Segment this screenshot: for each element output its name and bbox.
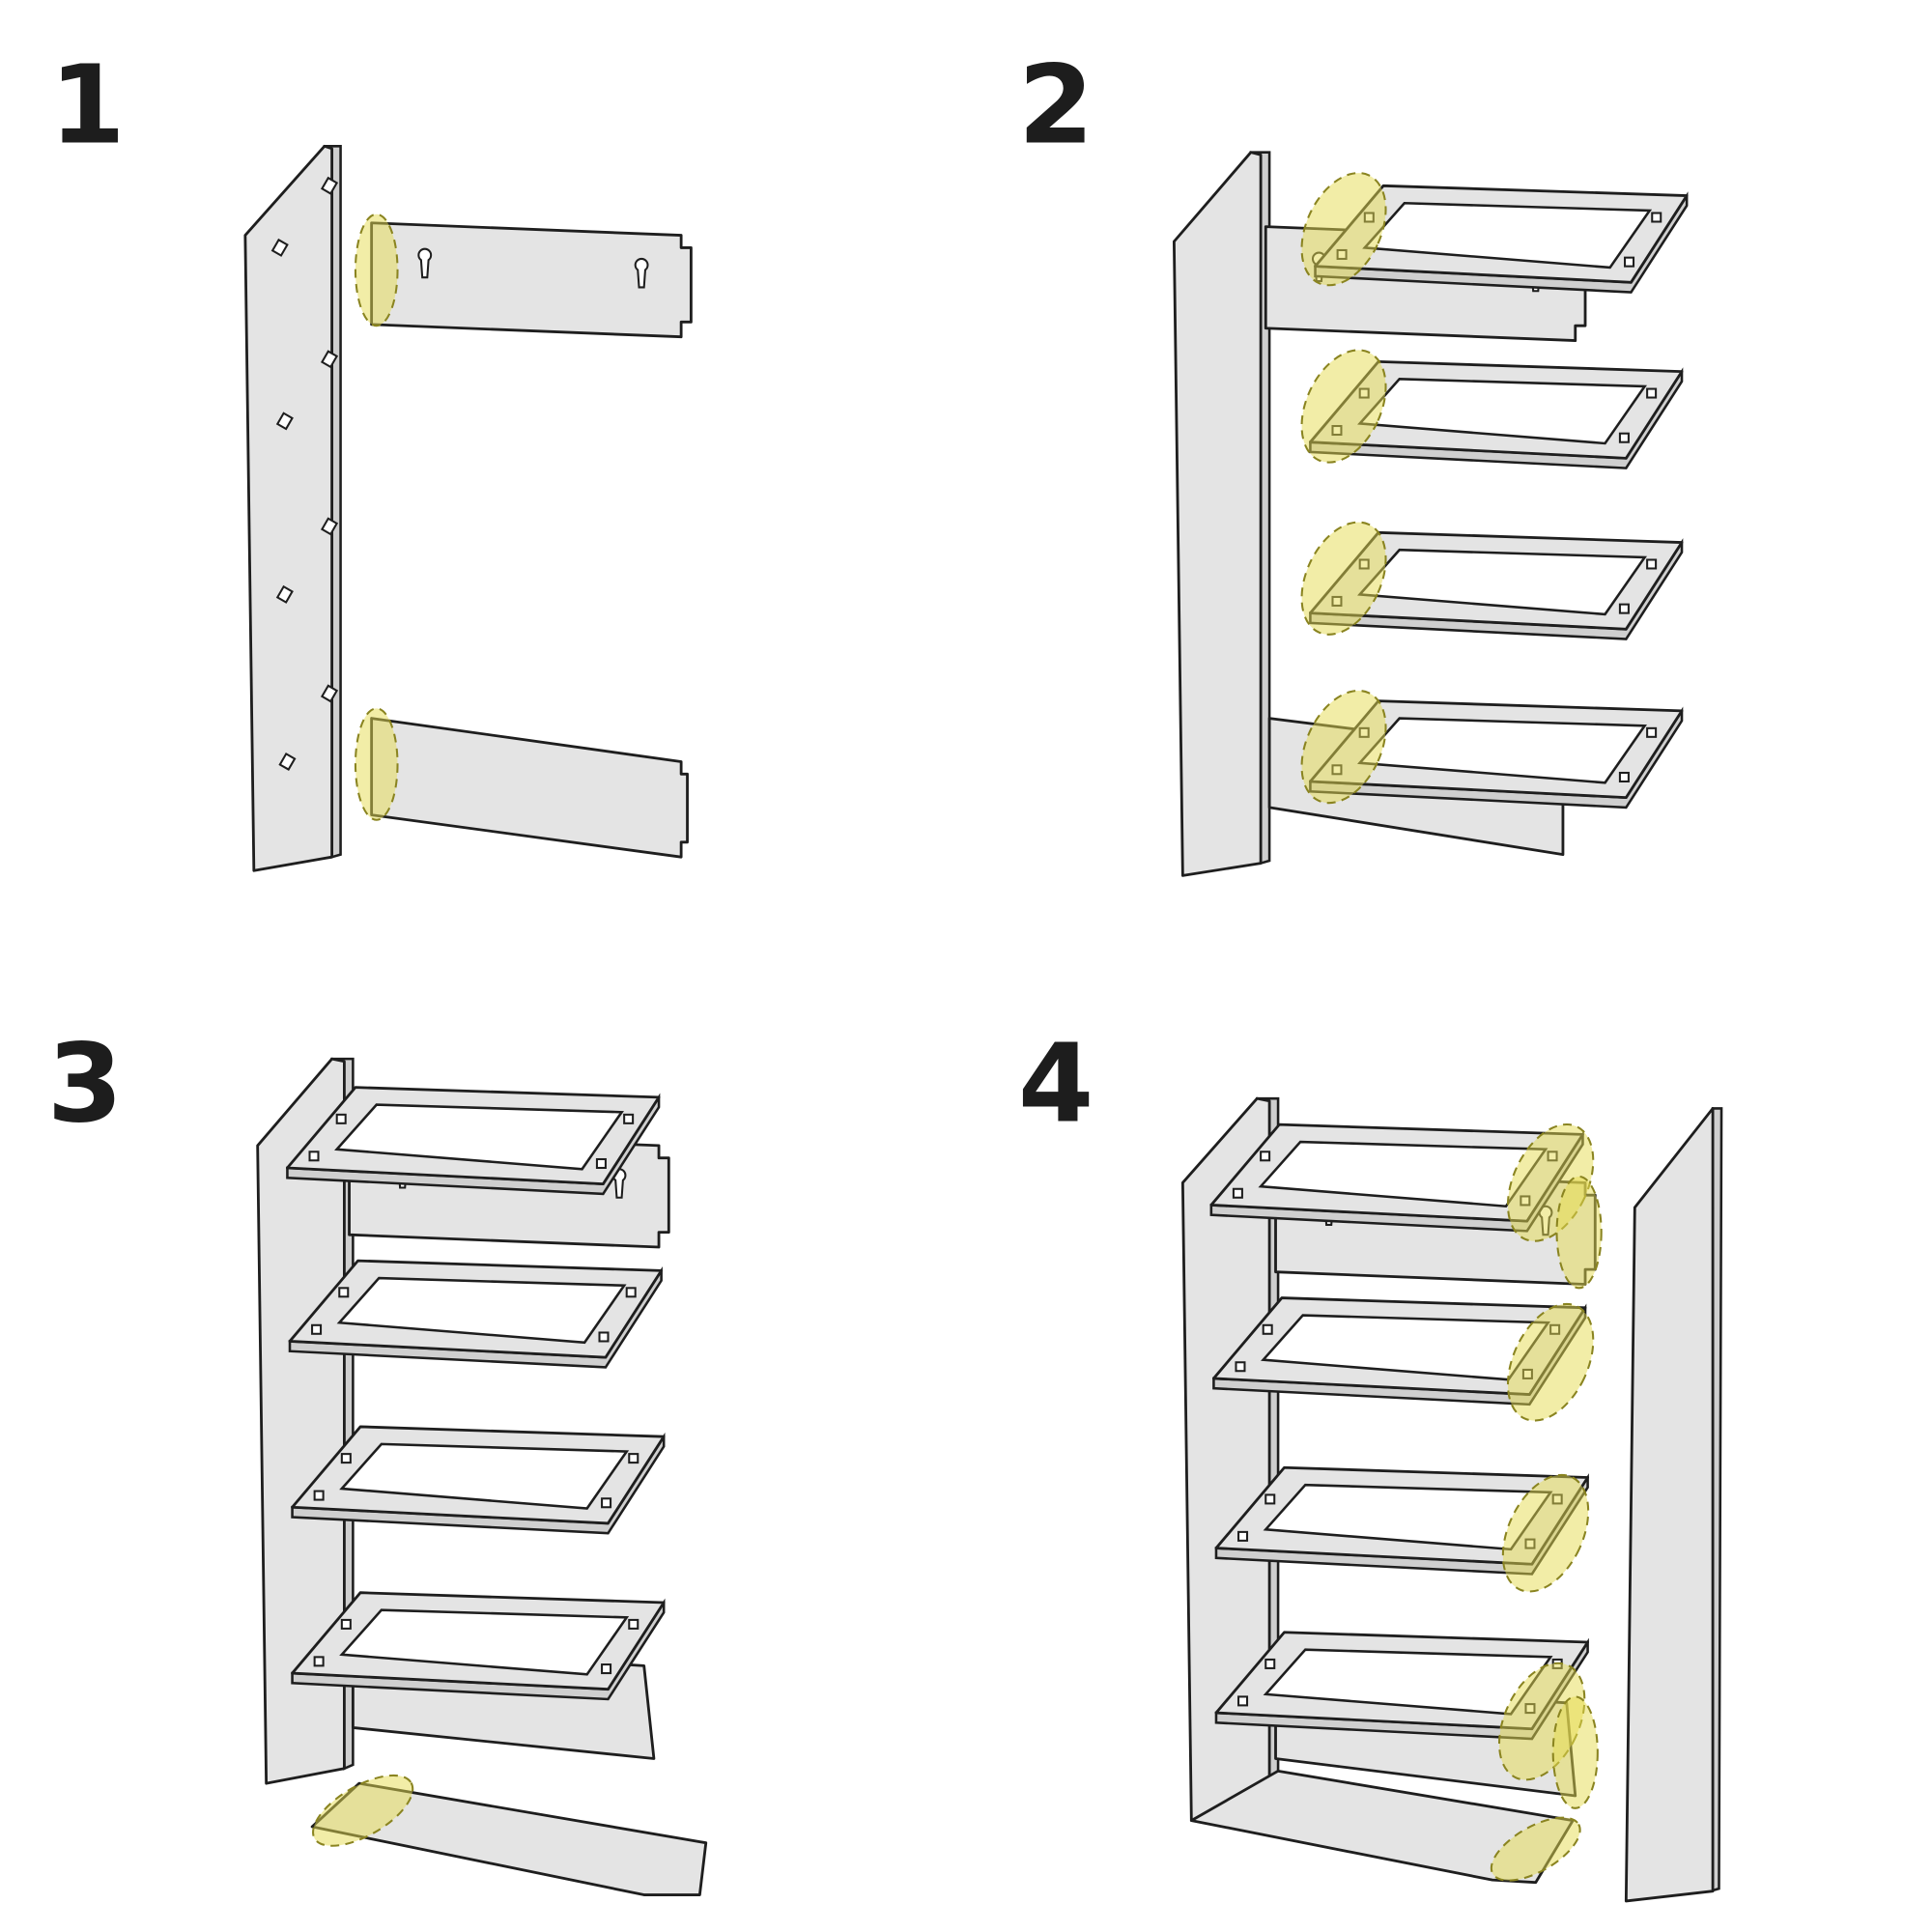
side-panel [243,144,342,872]
step-number: 2 [1018,41,1094,168]
back-panel-top [370,221,693,339]
highlight-joint [1490,1816,1581,1882]
highlight-joint [354,707,399,821]
side-panel-right [1624,1107,1723,1903]
shelf [288,1259,664,1369]
step-number: 3 [47,1019,123,1147]
step-number: 1 [49,41,125,168]
side-panel [1172,151,1271,877]
step-3: 3 [47,1019,708,1896]
highlight-joint [354,213,399,327]
highlight-joint [1506,1302,1595,1422]
highlight-joint [1501,1473,1590,1593]
highlight-joint [1300,521,1387,636]
step-2: 2 [1018,41,1689,877]
step-number: 4 [1018,1019,1094,1147]
shelf [291,1425,666,1535]
step-1: 1 [49,41,693,872]
highlight-joint [1300,689,1387,805]
highlight-joint [312,1774,414,1847]
side-panel [256,1057,355,1785]
shelf [286,1086,661,1196]
side-panel-left [1180,1096,1280,1823]
highlight-joint [1300,349,1387,464]
back-panel-bottom [370,717,689,859]
highlight-joint [1551,1695,1599,1809]
highlight-joint [1555,1175,1603,1290]
highlight-joint [1300,172,1387,287]
step-4: 4 [1018,1019,1723,1903]
shelf [291,1591,666,1701]
